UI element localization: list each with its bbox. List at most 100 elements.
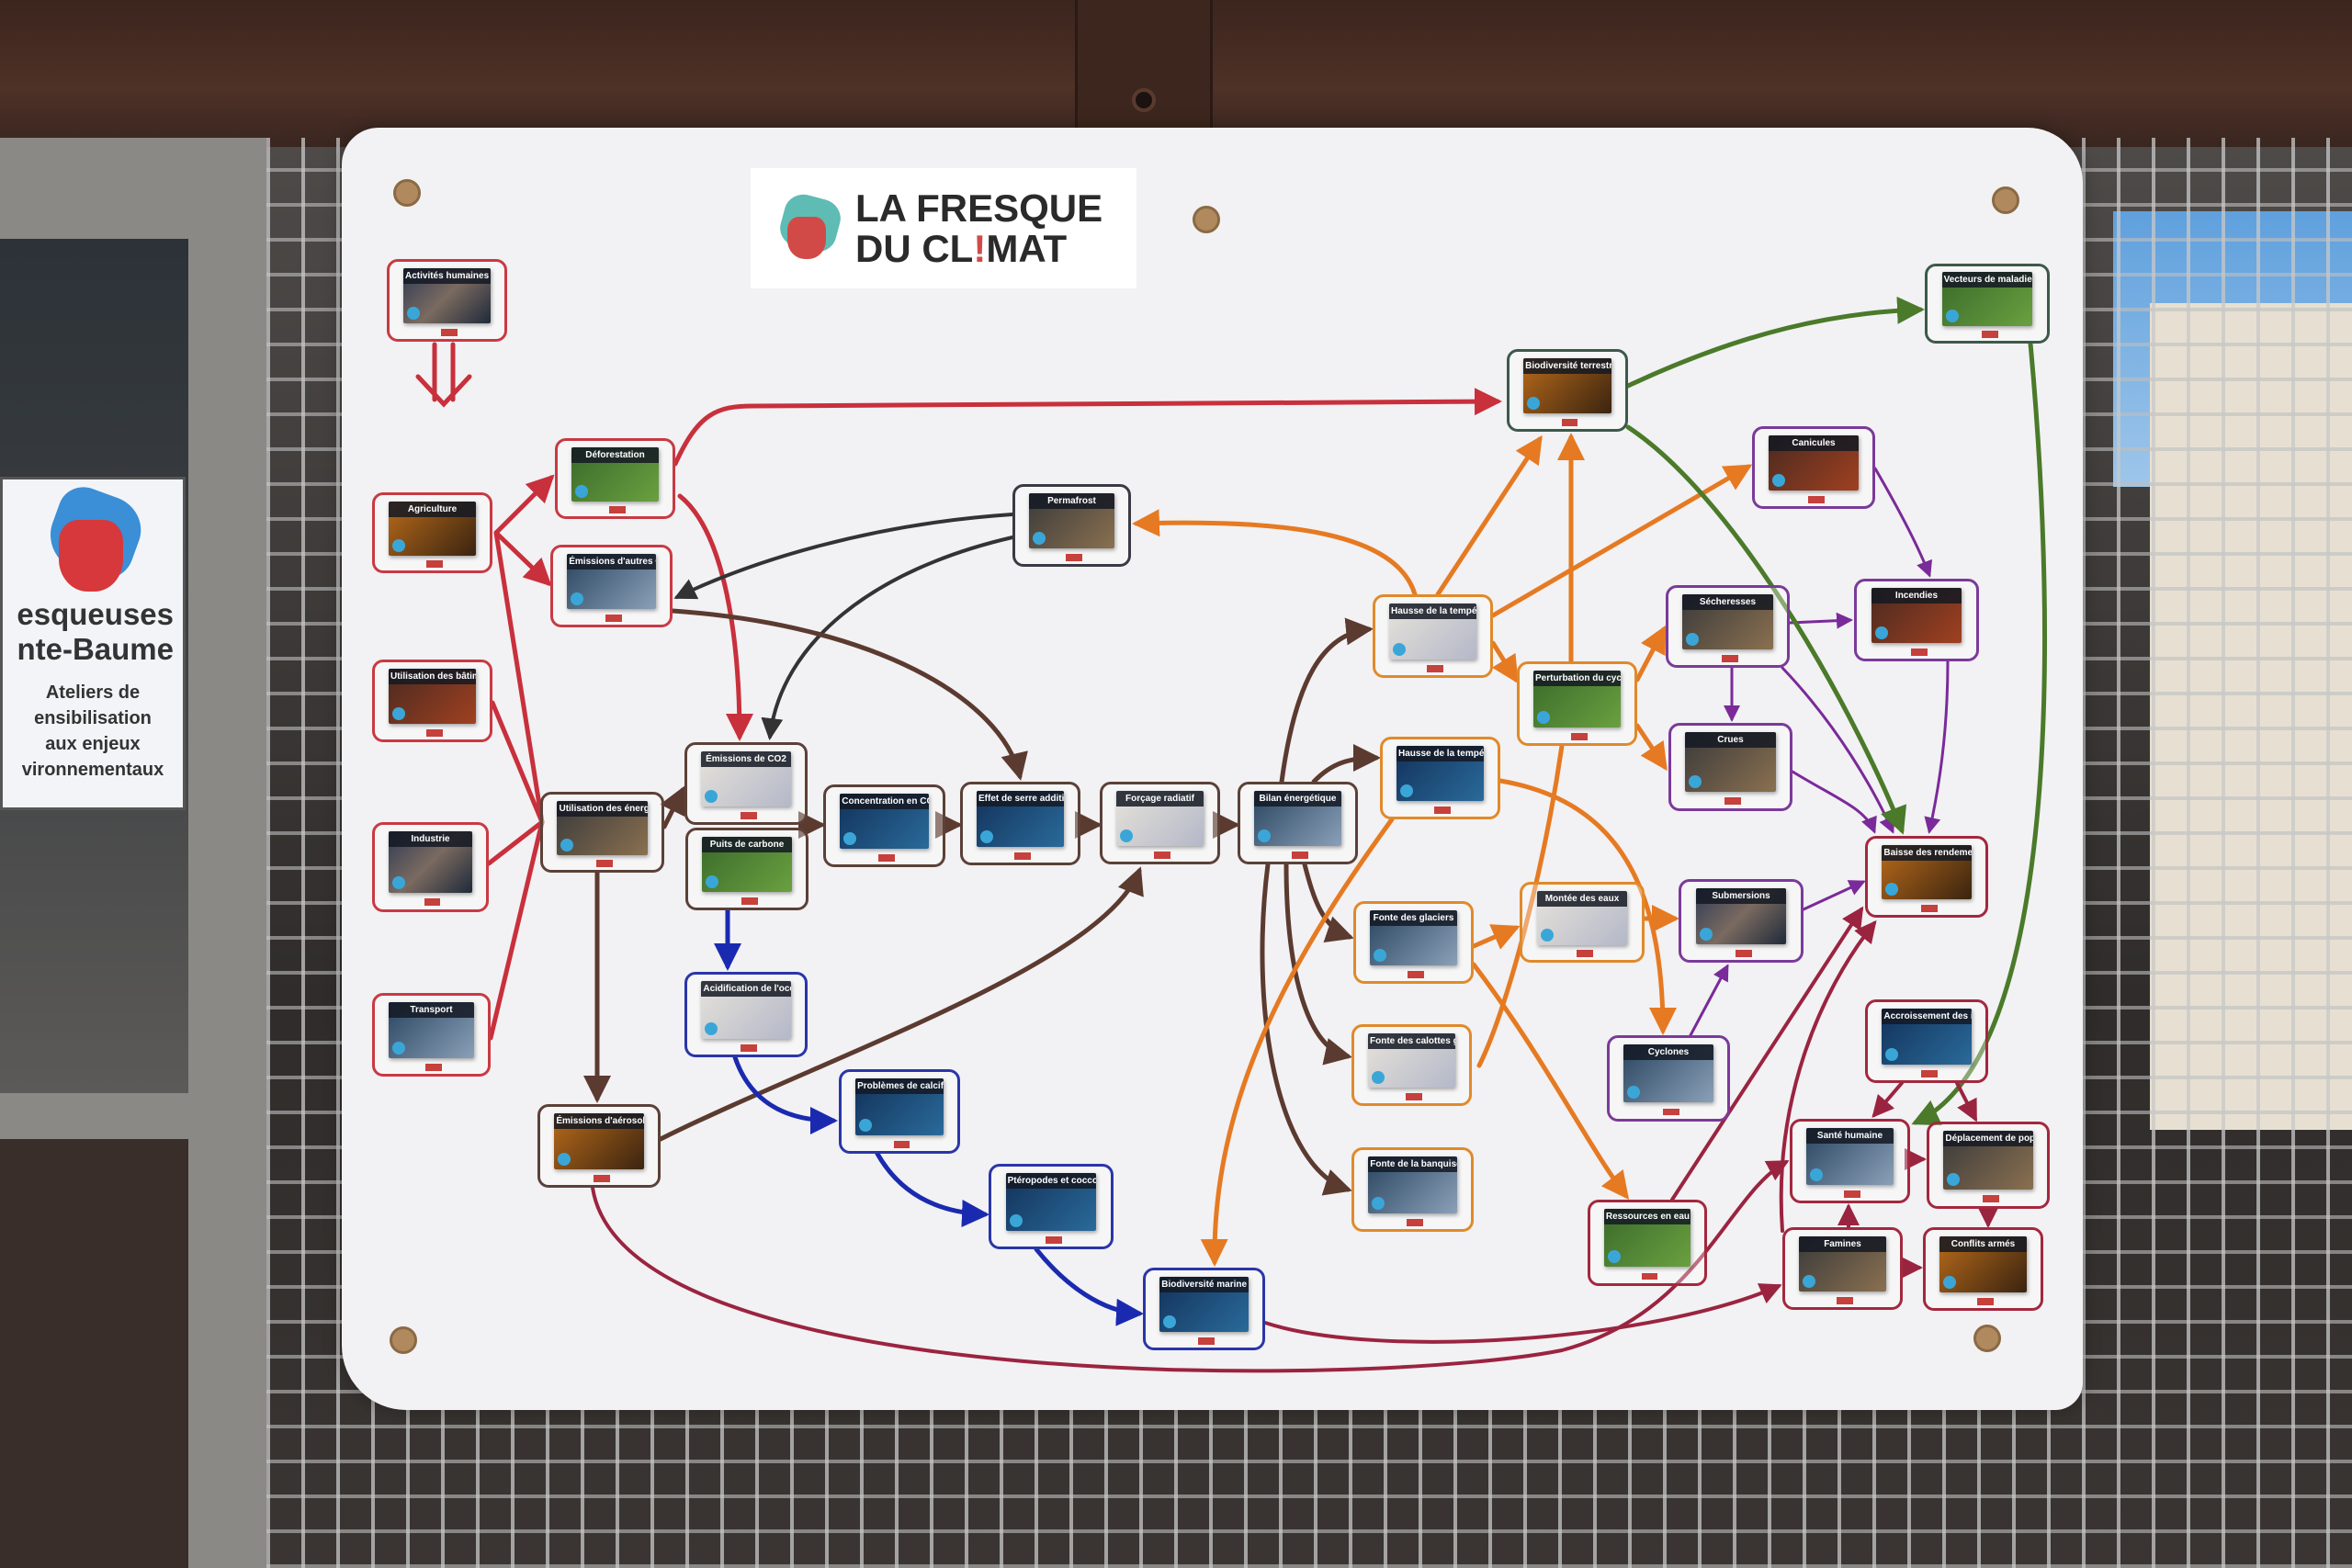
card-incendies[interactable]: Incendies [1854, 579, 1979, 661]
card-title: Permafrost [1028, 492, 1115, 509]
card-title: Perturbation du cycle de l'eau [1533, 670, 1621, 686]
card-eau-douce[interactable]: Ressources en eau douce [1588, 1200, 1707, 1286]
card-title: Utilisation des bâtiments [389, 668, 476, 684]
card-activites-humaines[interactable]: Activités humaines [387, 259, 507, 342]
fresque-du-climat-logo: LA FRESQUE DU CL!MAT [751, 168, 1136, 288]
card-title: Accroissement des inégalités [1882, 1008, 1972, 1024]
card-industrie[interactable]: Industrie [372, 822, 489, 912]
card-title: Incendies [1871, 587, 1962, 604]
card-title: Ptéropodes et coccolithophores [1005, 1172, 1097, 1189]
pin [1193, 206, 1220, 233]
card-title: Transport [388, 1001, 475, 1018]
card-emissions-autres-ges[interactable]: Émissions d'autres GES [550, 545, 673, 627]
card-title: Hausse de la température de l'eau [1396, 745, 1484, 761]
card-effet-serre[interactable]: Effet de serre additionnel [960, 782, 1080, 865]
wooden-beam [1075, 0, 1213, 138]
workshop-sign: esqueuses nte-Baume Ateliers de ensibili… [0, 477, 186, 810]
card-title: Problèmes de calcification [855, 1077, 944, 1094]
card-title: Biodiversité marine [1159, 1276, 1249, 1292]
card-bilan-energetique[interactable]: Bilan énergétique [1238, 782, 1358, 864]
card-title: Utilisation des énergies fossiles [557, 800, 648, 817]
sign-title-2: nte-Baume [17, 632, 174, 666]
card-hausse-temperature[interactable]: Hausse de la température [1373, 594, 1493, 678]
logo-line-2: DU CL [855, 226, 974, 270]
card-title: Activités humaines [403, 267, 491, 284]
card-biodiversite-terrestre[interactable]: Biodiversité terrestre [1507, 349, 1628, 432]
card-cycle-eau[interactable]: Perturbation du cycle de l'eau [1517, 661, 1637, 746]
card-title: Émissions de CO2 [701, 750, 791, 767]
card-inegalites[interactable]: Accroissement des inégalités [1865, 999, 1988, 1083]
card-cyclones[interactable]: Cyclones [1607, 1035, 1730, 1122]
bolt [1132, 88, 1156, 112]
card-energies-fossiles[interactable]: Utilisation des énergies fossiles [540, 792, 664, 873]
card-title: Baisse des rendements agricoles [1882, 844, 1972, 861]
card-deplacement-populations[interactable]: Déplacement de populations [1927, 1122, 2050, 1209]
card-title: Déforestation [571, 446, 659, 463]
card-title: Ressources en eau douce [1603, 1209, 1691, 1225]
sign-body-line: vironnementaux [21, 760, 164, 780]
card-title: Bilan énergétique [1254, 790, 1341, 807]
card-fonte-calottes[interactable]: Fonte des calottes glaciaires [1351, 1024, 1472, 1106]
card-title: Fonte des glaciers [1370, 909, 1457, 926]
card-title: Effet de serre additionnel [977, 790, 1064, 807]
sign-body-line: Ateliers de [45, 682, 141, 703]
card-title: Biodiversité terrestre [1523, 357, 1611, 374]
card-crues[interactable]: Crues [1668, 723, 1792, 811]
card-title: Hausse de la température [1389, 603, 1476, 619]
card-montee-eaux[interactable]: Montée des eaux [1520, 882, 1645, 963]
logo-exclamation: ! [973, 226, 987, 270]
card-title: Crues [1685, 732, 1776, 749]
card-title: Fonte des calottes glaciaires [1368, 1032, 1455, 1049]
card-title: Vecteurs de maladie [1941, 272, 2033, 288]
sign-body-line: aux enjeux [45, 734, 141, 754]
card-canicules[interactable]: Canicules [1752, 426, 1875, 509]
card-title: Canicules [1769, 434, 1859, 451]
card-title: Famines [1799, 1235, 1886, 1252]
card-title: Santé humaine [1806, 1127, 1894, 1144]
card-agriculture[interactable]: Agriculture [372, 492, 492, 573]
card-title: Submersions [1695, 887, 1787, 904]
card-submersions[interactable]: Submersions [1679, 879, 1804, 963]
sign-title-1: esqueuses [17, 597, 174, 631]
card-title: Agriculture [389, 501, 476, 517]
card-title: Industrie [388, 831, 473, 848]
pin [390, 1326, 417, 1354]
pin [1992, 186, 2019, 214]
card-fonte-glaciers[interactable]: Fonte des glaciers [1353, 901, 1474, 984]
pin [393, 179, 421, 207]
card-forcage-radiatif[interactable]: Forçage radiatif [1100, 782, 1220, 864]
card-calcification[interactable]: Problèmes de calcification [839, 1069, 960, 1154]
card-title: Cyclones [1623, 1044, 1713, 1061]
card-title: Déplacement de populations [1943, 1131, 2033, 1147]
card-title: Montée des eaux [1536, 890, 1628, 907]
card-biodiversite-marine[interactable]: Biodiversité marine [1143, 1268, 1265, 1350]
card-emissions-co2[interactable]: Émissions de CO2 [684, 742, 808, 825]
card-title: Forçage radiatif [1116, 790, 1204, 807]
card-aerosols[interactable]: Émissions d'aérosols [537, 1104, 661, 1188]
sign-body-line: ensibilisation [34, 708, 152, 728]
card-permafrost[interactable]: Permafrost [1012, 484, 1131, 567]
card-deforestation[interactable]: Déforestation [555, 438, 675, 519]
card-hausse-temperature-eau[interactable]: Hausse de la température de l'eau [1380, 737, 1500, 819]
card-rendements-agricoles[interactable]: Baisse des rendements agricoles [1865, 836, 1988, 918]
card-utilisation-batiments[interactable]: Utilisation des bâtiments [372, 660, 492, 742]
card-title: Fonte de la banquise [1368, 1156, 1457, 1172]
card-vecteurs-maladie[interactable]: Vecteurs de maladie [1925, 264, 2050, 344]
card-concentration-co2[interactable]: Concentration en CO2 (ppm) [823, 784, 945, 867]
card-famines[interactable]: Famines [1782, 1227, 1903, 1310]
hand-logo-icon [40, 479, 151, 593]
card-conflits-armes[interactable]: Conflits armés [1923, 1227, 2043, 1311]
card-title: Concentration en CO2 (ppm) [840, 793, 929, 809]
logo-line-2-end: MAT [986, 226, 1068, 270]
card-fonte-banquise[interactable]: Fonte de la banquise [1351, 1147, 1474, 1232]
card-title: Sécheresses [1682, 593, 1773, 610]
card-acidification[interactable]: Acidification de l'océan [684, 972, 808, 1057]
card-puits-carbone[interactable]: Puits de carbone [685, 828, 808, 910]
card-sante-humaine[interactable]: Santé humaine [1790, 1119, 1910, 1203]
card-pteropodes[interactable]: Ptéropodes et coccolithophores [989, 1164, 1114, 1249]
logo-line-1: LA FRESQUE [855, 186, 1103, 230]
card-title: Émissions d'aérosols [554, 1112, 644, 1129]
card-secheresses[interactable]: Sécheresses [1666, 585, 1790, 668]
card-transport[interactable]: Transport [372, 993, 491, 1077]
